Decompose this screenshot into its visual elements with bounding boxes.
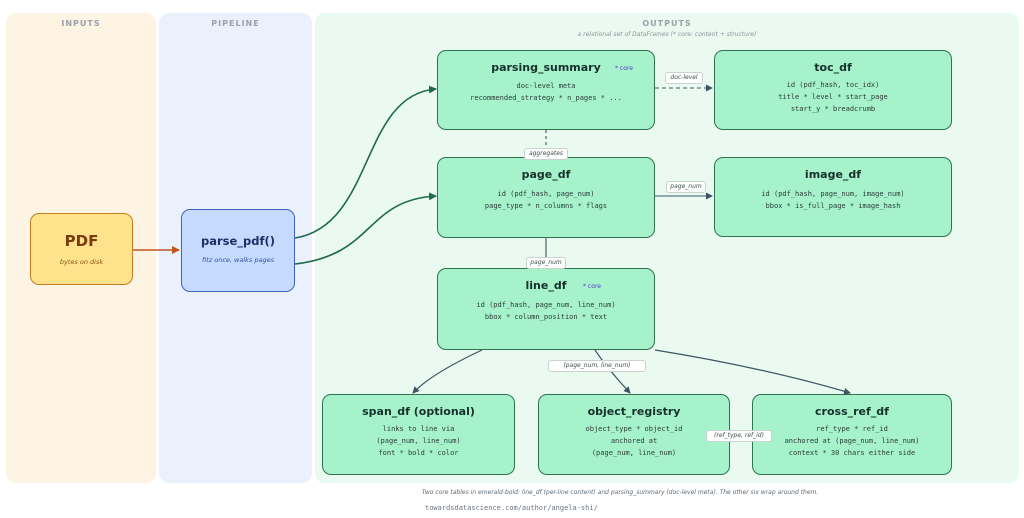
object-registry-line-1: object_type * object_id	[585, 425, 683, 433]
object-registry-title: object_registry	[587, 405, 681, 418]
cross-ref-df-line-3: context * 30 chars either side	[788, 449, 916, 457]
parsing-summary-node[interactable]: parsing_summary * core doc-level meta re…	[437, 50, 655, 130]
cross-ref-df-line-2: anchored at (page_num, line_num)	[784, 437, 920, 445]
line-df-line-1: id (pdf_hash, page_num, line_num)	[476, 301, 616, 309]
span-df-node[interactable]: span_df (optional) links to line via (pa…	[322, 394, 515, 475]
cross-ref-df-line-1: ref_type * ref_id	[816, 425, 888, 433]
edge-parse-to-summary	[294, 85, 437, 239]
inputs-lane-title: INPUTS	[61, 19, 101, 28]
pdf-node-title: PDF	[64, 232, 99, 250]
edge-label-page-num-right: page_num	[666, 181, 706, 193]
page-df-title: page_df	[521, 168, 571, 181]
span-df-line-2: (page_num, line_num)	[376, 437, 461, 445]
line-df-title: line_df	[525, 279, 567, 292]
page-df-line-2: page_type * n_columns * flags	[484, 202, 608, 210]
image-df-line-1: id (pdf_hash, page_num, image_num)	[761, 190, 905, 198]
edge-parse-to-page	[294, 192, 437, 265]
edge-label-doc-level: doc-level	[665, 72, 703, 84]
page-df-node[interactable]: page_df id (pdf_hash, page_num) page_typ…	[437, 157, 655, 238]
toc-df-node[interactable]: toc_df id (pdf_hash, toc_idx) title * le…	[714, 50, 952, 130]
toc-df-title: toc_df	[814, 61, 852, 74]
cross-ref-df-title: cross_ref_df	[815, 405, 889, 418]
parsing-summary-core-badge: * core	[615, 65, 633, 72]
object-registry-line-3: (page_num, line_num)	[591, 449, 677, 457]
edge-label-ref-type: (ref_type, ref_id)	[706, 430, 772, 442]
image-df-title: image_df	[804, 168, 862, 181]
figure-caption: Two core tables in emerald-bold: line_df…	[421, 489, 819, 496]
edge-label-aggregates: aggregates	[524, 148, 568, 160]
edge-label-page-num-down: page_num	[526, 257, 566, 269]
cross-ref-df-node[interactable]: cross_ref_df ref_type * ref_id anchored …	[752, 394, 952, 475]
pdf-node-subtitle: bytes on disk	[59, 258, 104, 266]
image-df-node[interactable]: image_df id (pdf_hash, page_num, image_n…	[714, 157, 952, 237]
outputs-lane-subtitle: a relational set of DataFrames (* core: …	[577, 31, 757, 38]
parse-pdf-node[interactable]: parse_pdf() fitz once, walks pages	[181, 209, 295, 292]
line-df-node[interactable]: line_df * core id (pdf_hash, page_num, l…	[437, 268, 655, 350]
page-df-line-1: id (pdf_hash, page_num)	[497, 190, 595, 198]
line-df-line-2: bbox * column_position * text	[484, 313, 608, 321]
span-df-title: span_df (optional)	[362, 405, 475, 418]
span-df-line-1: links to line via	[382, 425, 455, 433]
span-df-line-3: font * bold * color	[378, 449, 459, 457]
edge-line-to-span	[412, 349, 483, 394]
image-df-line-2: bbox * is_full_page * image_hash	[765, 202, 901, 210]
edge-label-page-line: (page_num, line_num)	[548, 360, 646, 372]
line-df-core-badge: * core	[583, 283, 601, 290]
toc-df-line-3: start_y * breadcrumb	[790, 105, 876, 113]
toc-df-line-1: id (pdf_hash, toc_idx)	[786, 81, 880, 89]
credit-link[interactable]: towardsdatascience.com/author/angela-shi…	[425, 504, 598, 512]
parse-pdf-node-title: parse_pdf()	[200, 234, 276, 248]
edge-line-to-object	[594, 349, 631, 394]
toc-df-line-2: title * level * start_page	[778, 93, 888, 101]
object-registry-node[interactable]: object_registry object_type * object_id …	[538, 394, 730, 475]
outputs-lane-title: OUTPUTS	[642, 19, 692, 28]
parse-pdf-node-subtitle: fitz once, walks pages	[202, 256, 274, 264]
parsing-summary-line-1: doc-level meta	[516, 82, 576, 90]
pipeline-lane-title: PIPELINE	[211, 19, 260, 28]
pdf-node[interactable]: PDF bytes on disk	[30, 213, 133, 285]
edge-line-to-crossref	[654, 349, 851, 395]
object-registry-line-2: anchored at	[610, 437, 658, 445]
parsing-summary-title: parsing_summary	[491, 61, 601, 74]
parsing-summary-line-2: recommended_strategy * n_pages * ...	[470, 94, 622, 102]
